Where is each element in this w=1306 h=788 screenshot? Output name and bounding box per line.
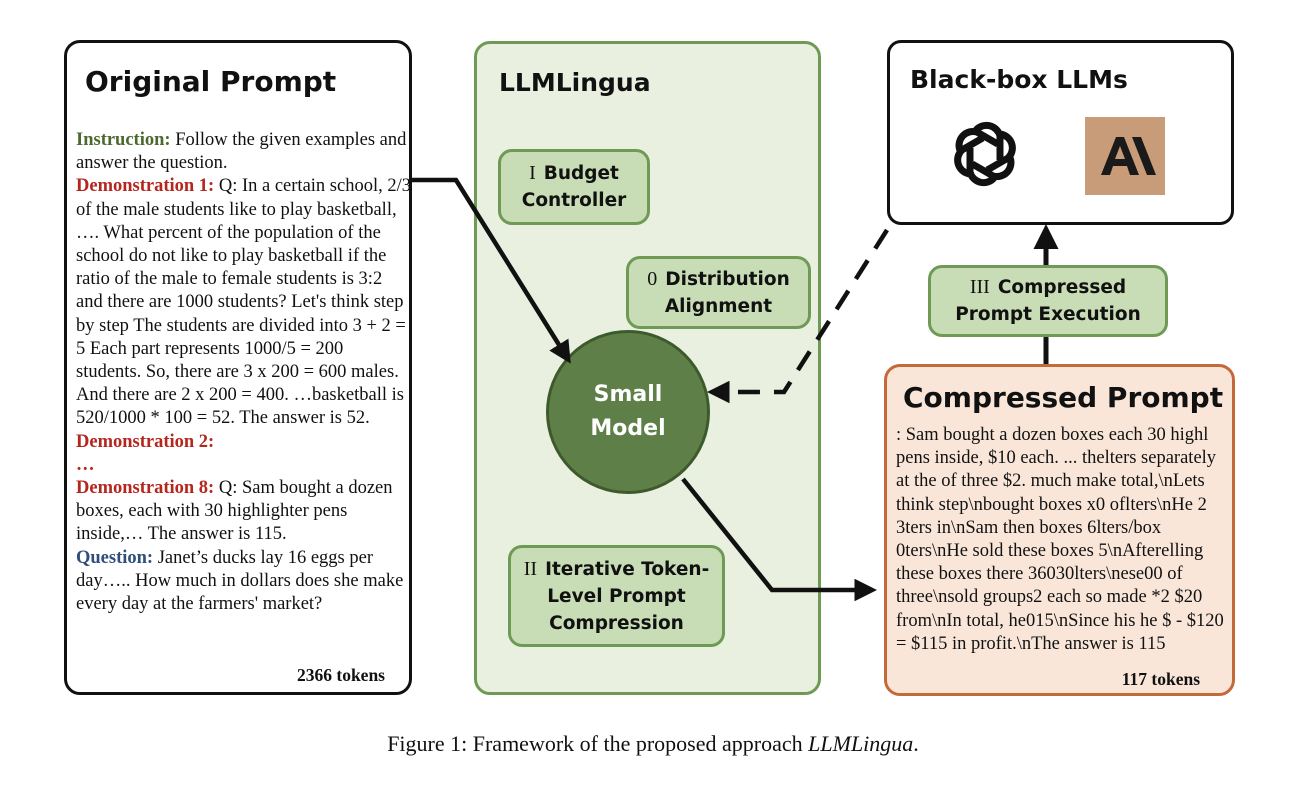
distribution-text: Distribution Alignment bbox=[664, 268, 790, 317]
original-prompt-text: Instruction: Follow the given examples a… bbox=[76, 129, 412, 616]
demo8-label: Demonstration 8: bbox=[76, 478, 215, 499]
dashed-arrow-blackbox-to-model bbox=[707, 228, 889, 404]
budget-num: I bbox=[529, 162, 536, 184]
caption-suffix: . bbox=[913, 731, 919, 756]
demo1-label: Demonstration 1: bbox=[76, 176, 215, 197]
original-prompt-title: Original Prompt bbox=[85, 65, 337, 98]
demo-ellipsis: … bbox=[76, 454, 95, 475]
figure-caption: Figure 1: Framework of the proposed appr… bbox=[0, 731, 1306, 757]
original-token-count: 2366 tokens bbox=[297, 665, 385, 685]
caption-name: LLMLingua bbox=[808, 731, 914, 756]
instruction-label: Instruction: bbox=[76, 130, 171, 150]
question-text: Janet’s ducks lay 16 eggs per day….. How… bbox=[76, 547, 404, 615]
openai-logo-icon bbox=[954, 121, 1016, 187]
small-model-label: Small Model bbox=[590, 382, 666, 441]
execution-text: Compressed Prompt Execution bbox=[955, 277, 1141, 325]
distribution-num: 0 bbox=[647, 267, 658, 290]
compressed-prompt-text: : Sam bought a dozen boxes each 30 highl… bbox=[896, 425, 1224, 654]
distribution-alignment-box: 0 Distribution Alignment bbox=[626, 256, 811, 329]
blackbox-llms-panel: Black-box LLMs bbox=[887, 40, 1234, 225]
caption-prefix: Figure 1: Framework of the proposed appr… bbox=[387, 731, 809, 756]
arrow-original-to-model bbox=[412, 177, 571, 364]
demo8-text: Q: Sam bought a dozen boxes, each with 3… bbox=[76, 478, 393, 545]
original-prompt-panel: Original Prompt Instruction: Follow the … bbox=[64, 40, 412, 695]
iterative-text: Iterative Token-Level Prompt Compression bbox=[545, 558, 710, 634]
execution-num: III bbox=[969, 276, 990, 298]
question-label: Question: bbox=[76, 547, 154, 568]
budget-text: Budget Controller bbox=[521, 163, 627, 211]
llmlingua-title: LLMLingua bbox=[499, 68, 651, 97]
compressed-token-count: 117 tokens bbox=[1121, 669, 1200, 689]
blackbox-title: Black-box LLMs bbox=[910, 65, 1128, 94]
small-model-circle: Small Model bbox=[546, 330, 710, 494]
anthropic-logo-icon bbox=[1085, 117, 1165, 195]
instruction-text: Follow the given examples and answer the… bbox=[76, 130, 407, 174]
iterative-num: II bbox=[523, 557, 538, 580]
demo2-label: Demonstration 2: bbox=[76, 431, 215, 452]
compressed-prompt-panel: Compressed Prompt : Sam bought a dozen b… bbox=[884, 364, 1235, 696]
compressed-prompt-title: Compressed Prompt bbox=[903, 381, 1224, 414]
iterative-compression-box: II Iterative Token-Level Prompt Compressi… bbox=[508, 545, 725, 647]
demo1-text: Q: In a certain school, 2/3 of the male … bbox=[76, 176, 411, 429]
arrow-model-to-compressed bbox=[681, 477, 877, 602]
